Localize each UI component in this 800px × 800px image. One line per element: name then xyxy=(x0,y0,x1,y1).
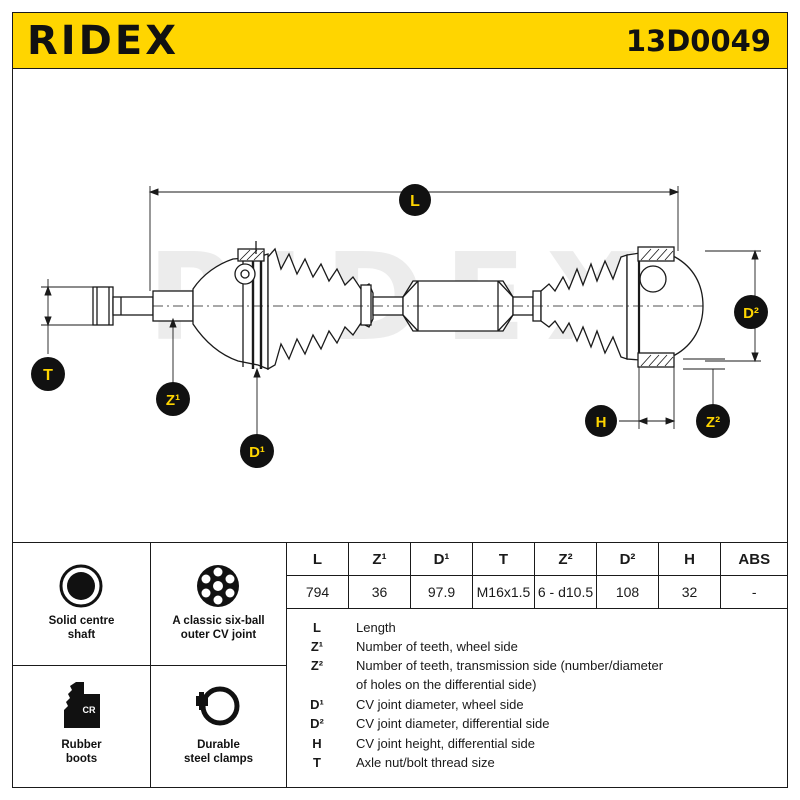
feature-label-line1: Solid centre xyxy=(48,615,115,627)
label-d2: D² xyxy=(743,305,759,322)
cr-icon-text: CR xyxy=(83,705,96,715)
legend-row: Z¹ Number of teeth, wheel side xyxy=(286,637,787,656)
legend-text: CV joint diameter, differential side xyxy=(356,716,550,731)
legend-text: Axle nut/bolt thread size xyxy=(356,755,495,770)
feature-label-line2: boots xyxy=(65,753,98,765)
header-bar: RIDEX 13D0049 xyxy=(13,13,787,69)
shaft-outline xyxy=(92,241,704,371)
spec-value-cell: 97.9 xyxy=(410,575,473,609)
product-card: RIDEX 13D0049 RIDEX xyxy=(12,12,788,788)
hatching xyxy=(239,248,674,367)
label-d1: D¹ xyxy=(249,444,265,461)
feature-label-line2: steel clamps xyxy=(183,753,254,765)
feature-label-line1: A classic six-ball xyxy=(172,615,265,627)
spec-value-cell: M16x1.5 xyxy=(472,575,535,609)
spec-value-cell: - xyxy=(720,575,788,609)
legend-key: H xyxy=(312,736,322,751)
legend-key: Z² xyxy=(310,658,324,673)
spec-value-cell: 36 xyxy=(348,575,411,609)
label-z1: Z¹ xyxy=(166,392,180,409)
label-t: T xyxy=(43,367,53,384)
label-l: L xyxy=(410,193,420,210)
legend-text: Length xyxy=(356,620,396,635)
drive-shaft-drawing: RIDEX xyxy=(13,69,787,541)
label-h: H xyxy=(596,414,607,431)
spec-value-cell: 108 xyxy=(596,575,659,609)
label-z2: Z² xyxy=(706,414,720,431)
spec-header-cell: ABS xyxy=(720,543,788,576)
rubber-boot-icon: CR xyxy=(64,682,100,728)
legend-text: of holes on the differential side) xyxy=(356,677,537,692)
spec-header-cell: D¹ xyxy=(410,543,473,576)
feature-solid-shaft: Solid centre shaft xyxy=(13,543,150,665)
spec-header-cell: H xyxy=(658,543,721,576)
legend-key: T xyxy=(313,755,321,770)
spec-header-cell: Z¹ xyxy=(348,543,411,576)
six-ball-joint-icon xyxy=(197,565,239,607)
spec-table: L Z¹ D¹ T Z² D² H ABS 794 36 97.9 M16x1.… xyxy=(286,543,788,609)
legend-text: Number of teeth, transmission side (numb… xyxy=(356,658,664,673)
divider xyxy=(13,665,286,666)
spec-header-cell: L xyxy=(286,543,349,576)
spec-header-cell: Z² xyxy=(534,543,597,576)
spec-value-cell: 6 - d10.5 xyxy=(534,575,597,609)
legend-key: Z¹ xyxy=(310,639,324,654)
feature-label-line2: shaft xyxy=(67,629,96,641)
steel-clamp-icon xyxy=(196,686,240,726)
legend-key: D¹ xyxy=(310,697,324,712)
feature-label-line1: Rubber xyxy=(61,739,102,751)
spec-header-cell: T xyxy=(472,543,535,576)
spec-header-cell: D² xyxy=(596,543,659,576)
legend-text: CV joint diameter, wheel side xyxy=(356,697,524,712)
legend-text: CV joint height, differential side xyxy=(356,736,535,751)
solid-shaft-icon xyxy=(59,564,103,608)
legend-row: D¹ CV joint diameter, wheel side xyxy=(286,695,787,714)
legend-row: H CV joint height, differential side xyxy=(286,734,787,753)
technical-drawing: RIDEX xyxy=(31,184,768,468)
spec-value-row: 794 36 97.9 M16x1.5 6 - d10.5 108 32 - xyxy=(286,575,788,609)
legend-text: Number of teeth, wheel side xyxy=(356,639,518,654)
feature-steel-clamps: Durable steel clamps xyxy=(151,666,286,788)
brand-logo: RIDEX xyxy=(27,18,180,64)
dimension-labels: L T Z¹ D¹ D² H Z² xyxy=(31,184,768,468)
part-number: 13D0049 xyxy=(625,24,771,58)
legend-key: L xyxy=(313,620,321,635)
feature-six-ball-joint: A classic six-ball outer CV joint xyxy=(151,543,286,665)
spec-value-cell: 794 xyxy=(286,575,349,609)
spec-value-cell: 32 xyxy=(658,575,721,609)
legend-key: D² xyxy=(310,716,324,731)
divider xyxy=(286,543,287,788)
feature-label-line1: Durable xyxy=(197,739,240,751)
legend-row: T Axle nut/bolt thread size xyxy=(286,753,787,772)
feature-label-line2: outer CV joint xyxy=(180,629,257,641)
spec-legend: L Length Z¹ Number of teeth, wheel side … xyxy=(286,611,787,788)
legend-row: Z² Number of teeth, transmission side (n… xyxy=(286,656,787,675)
legend-row: D² CV joint diameter, differential side xyxy=(286,714,787,733)
legend-row: L Length xyxy=(286,618,787,637)
spec-header-row: L Z¹ D¹ T Z² D² H ABS xyxy=(286,543,788,576)
feature-rubber-boots: CR Rubber boots xyxy=(13,666,150,788)
legend-row: of holes on the differential side) xyxy=(286,675,787,694)
specification-panel: Solid centre shaft A classic six-ball ou… xyxy=(13,542,788,788)
